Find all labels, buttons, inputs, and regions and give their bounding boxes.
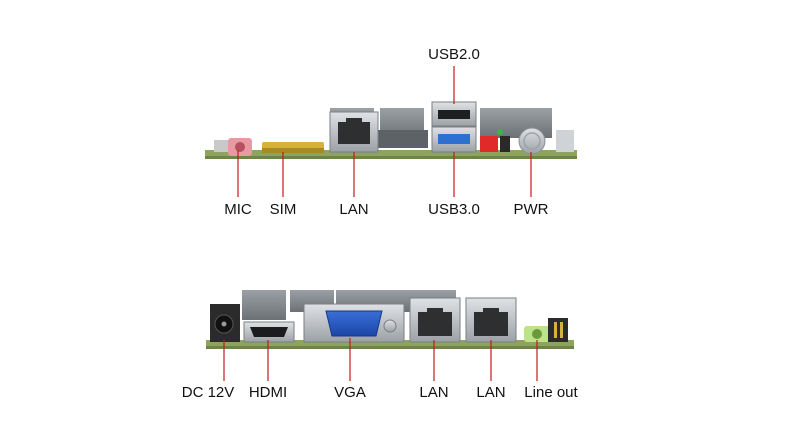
label-usb20: USB2.0: [428, 46, 480, 63]
lan-clip-2: [483, 308, 499, 314]
bottom-leader-lines: [223, 338, 538, 381]
sim-slot-lip: [262, 148, 324, 153]
label-line-out: Line out: [524, 384, 578, 401]
label-lan: LAN: [339, 201, 369, 218]
power-bracket: [556, 130, 574, 152]
heatsink-base: [378, 130, 428, 148]
status-led: [497, 129, 503, 135]
usb3-socket: [438, 134, 470, 144]
pcb-edge: [206, 340, 574, 348]
dc-jack-pin: [221, 321, 227, 327]
hdmi-socket: [250, 327, 288, 337]
vga-socket: [325, 310, 383, 337]
power-icon: [523, 132, 541, 150]
top-board: [205, 101, 577, 159]
lan-socket-1: [418, 312, 452, 336]
label-vga: VGA: [334, 384, 366, 401]
usb2-socket: [438, 110, 470, 119]
header-pins: [500, 136, 510, 152]
line-out-hole: [532, 329, 542, 339]
header-pin: [560, 322, 563, 338]
pcb-shadow: [206, 346, 574, 349]
top-leader-lines: [237, 66, 532, 197]
lan-clip-1: [427, 308, 443, 314]
bottom-board: [206, 290, 574, 349]
heatsink-fin: [480, 108, 508, 138]
mic-jack-hole: [235, 142, 245, 152]
pcb-shadow: [205, 156, 577, 159]
label-lan-1: LAN: [419, 384, 449, 401]
audio-header: [548, 318, 568, 342]
label-sim: SIM: [269, 201, 297, 218]
heatsink-fin: [242, 290, 286, 320]
label-dc-12v: DC 12V: [181, 384, 235, 401]
mic-housing: [214, 140, 228, 152]
lan-socket-2: [474, 312, 508, 336]
label-pwr: PWR: [513, 201, 549, 218]
label-lan-2: LAN: [476, 384, 506, 401]
lan-clip: [346, 118, 362, 124]
red-header: [480, 136, 498, 152]
power-button: [518, 127, 546, 155]
vga-screw-right: [383, 319, 397, 333]
pcb-edge: [205, 150, 577, 158]
label-usb30: USB3.0: [428, 201, 480, 218]
label-mic: MIC: [224, 201, 252, 218]
header-pin: [554, 322, 557, 338]
lan-socket: [338, 122, 370, 144]
label-hdmi: HDMI: [248, 384, 288, 401]
